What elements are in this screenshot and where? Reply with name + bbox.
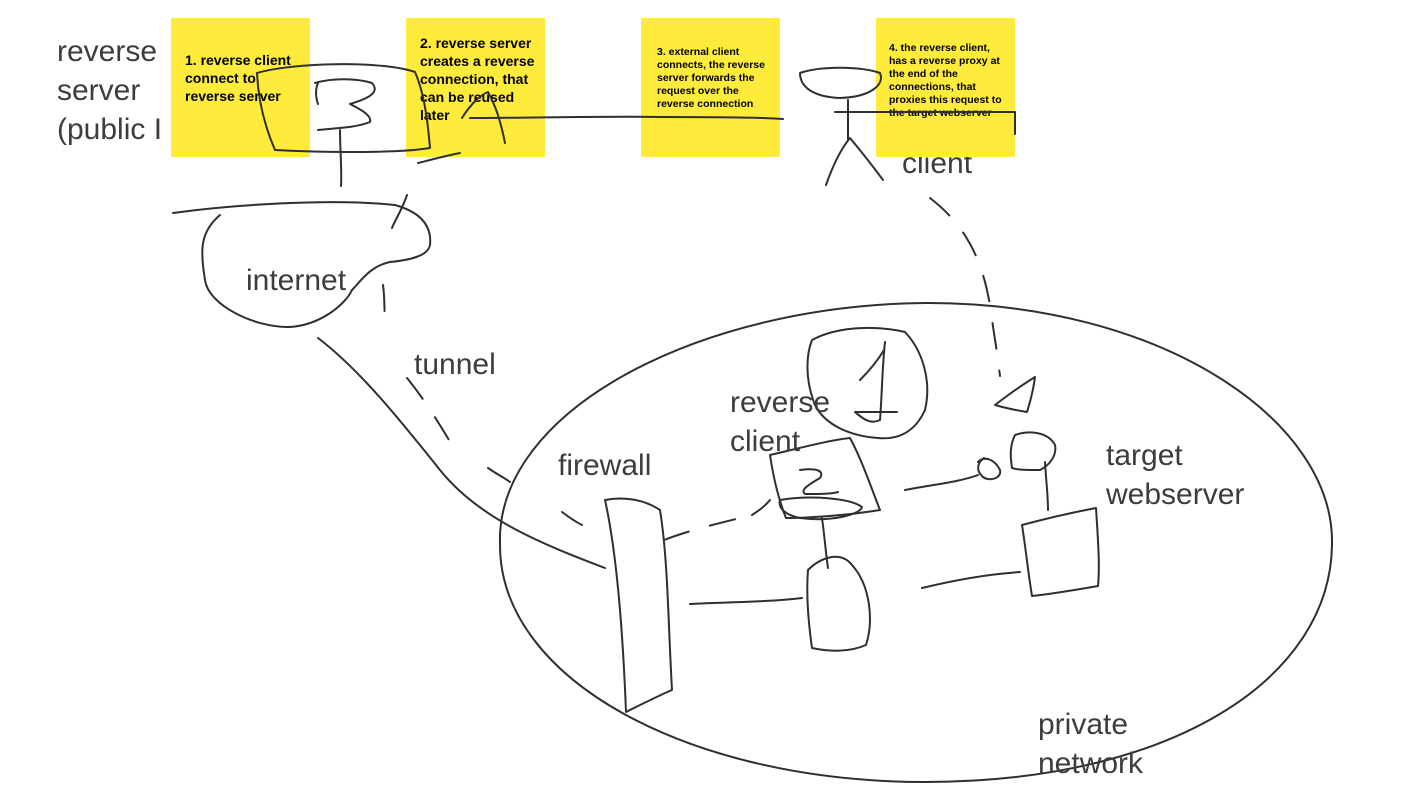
target-webserver-box bbox=[1021, 507, 1100, 597]
firewall-to-client-dash bbox=[663, 499, 771, 541]
firewall-to-device bbox=[689, 597, 803, 605]
client-body bbox=[825, 99, 1016, 186]
reverse-server-icon bbox=[314, 78, 376, 131]
local-device bbox=[806, 555, 871, 652]
target-webserver-label: target webserver bbox=[1106, 439, 1245, 511]
internet-cloud bbox=[172, 201, 432, 329]
internet-tunnel-dash bbox=[391, 194, 408, 229]
client-to-proxy-dash bbox=[929, 197, 1001, 377]
dash-top bbox=[417, 152, 461, 164]
reverse-connection-loop bbox=[256, 63, 431, 154]
firewall-label: firewall bbox=[558, 449, 652, 482]
proxy-device bbox=[806, 326, 929, 440]
note2-arrow bbox=[461, 91, 784, 144]
private-network-label: private network bbox=[1038, 708, 1144, 780]
sticky-note-3: 3. external client connects, the reverse… bbox=[641, 18, 780, 157]
connection-stem bbox=[339, 129, 343, 187]
router-shape-2 bbox=[1009, 431, 1057, 471]
tunnel-line-2 bbox=[382, 284, 583, 526]
client-head bbox=[799, 66, 882, 99]
webserver-to-proxy-link bbox=[921, 571, 1021, 589]
webserver-stem bbox=[1044, 461, 1049, 511]
tunnel-line-1 bbox=[317, 337, 606, 569]
reverse-client-stand bbox=[821, 517, 829, 569]
internet-label: internet bbox=[246, 264, 347, 297]
private-network-ellipse bbox=[498, 301, 1334, 783]
router-knot bbox=[977, 457, 1002, 481]
firewall-shape bbox=[604, 497, 673, 713]
sticky-note-4: 4. the reverse client, has a reverse pro… bbox=[876, 18, 1015, 157]
reverse-client-screen bbox=[778, 468, 863, 521]
reverse-client-label: reverse client bbox=[730, 386, 831, 458]
tunnel-label: tunnel bbox=[414, 348, 496, 381]
router-shape bbox=[994, 376, 1036, 413]
reverse-server-label: reverse server (public I bbox=[57, 35, 163, 146]
connection-to-knot bbox=[904, 474, 979, 491]
sticky-note-1: 1. reverse client connect to reverse ser… bbox=[171, 18, 310, 157]
